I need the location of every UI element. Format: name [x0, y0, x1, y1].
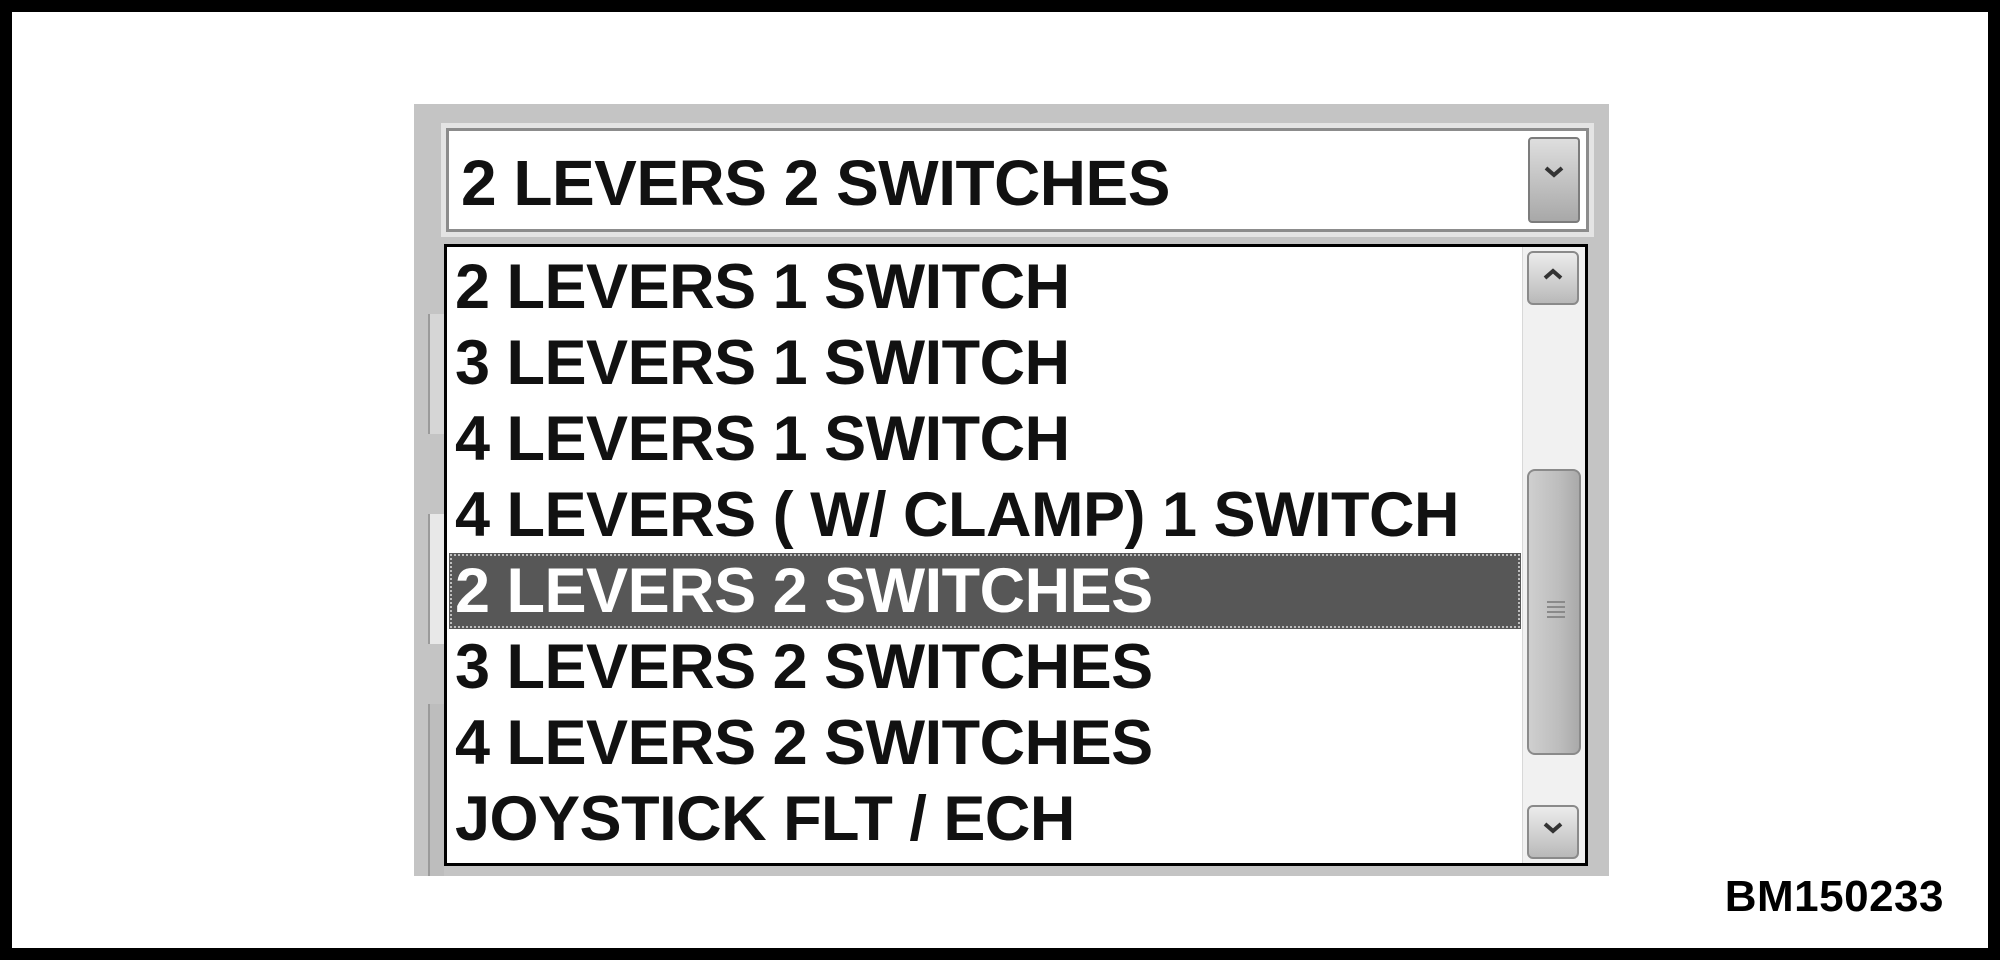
option-list: 2 LEVERS 1 SWITCH 3 LEVERS 1 SWITCH 4 LE…	[447, 247, 1523, 863]
background-control-edge	[428, 704, 444, 876]
option-4-levers-2-switches[interactable]: 4 LEVERS 2 SWITCHES	[455, 708, 1153, 778]
grip-lines-icon	[1545, 597, 1567, 623]
dropdown-panel: 2 LEVERS 2 SWITCHES 2 LEVERS 1 SWITCH 3 …	[414, 104, 1609, 876]
scroll-down-button[interactable]	[1527, 805, 1579, 859]
scroll-up-button[interactable]	[1527, 251, 1579, 305]
option-4-levers-w-clamp-1-switch[interactable]: 4 LEVERS ( W/ CLAMP) 1 SWITCH	[455, 480, 1460, 550]
lever-switch-combobox[interactable]: 2 LEVERS 2 SWITCHES	[446, 128, 1589, 232]
figure-code: BM150233	[1724, 872, 1944, 921]
background-control-edge	[428, 314, 444, 434]
dropdown-listbox[interactable]: 2 LEVERS 1 SWITCH 3 LEVERS 1 SWITCH 4 LE…	[444, 244, 1588, 866]
background-control-edge	[428, 514, 444, 644]
chevron-down-icon	[1529, 821, 1577, 835]
option-4-levers-1-switch[interactable]: 4 LEVERS 1 SWITCH	[455, 404, 1070, 474]
scrollbar-thumb[interactable]	[1527, 469, 1581, 755]
option-3-levers-1-switch[interactable]: 3 LEVERS 1 SWITCH	[455, 328, 1070, 398]
option-3-levers-2-switches[interactable]: 3 LEVERS 2 SWITCHES	[455, 632, 1153, 702]
chevron-up-icon	[1529, 267, 1577, 281]
option-2-levers-2-switches-selected[interactable]: 2 LEVERS 2 SWITCHES	[449, 553, 1521, 629]
vertical-scrollbar[interactable]	[1522, 247, 1585, 863]
option-2-levers-1-switch[interactable]: 2 LEVERS 1 SWITCH	[455, 252, 1070, 322]
combobox-selected-value: 2 LEVERS 2 SWITCHES	[461, 147, 1170, 219]
combobox-dropdown-button[interactable]	[1528, 137, 1580, 223]
option-joystick-flt-ech[interactable]: JOYSTICK FLT / ECH	[455, 784, 1075, 854]
chevron-down-icon	[1530, 165, 1578, 179]
